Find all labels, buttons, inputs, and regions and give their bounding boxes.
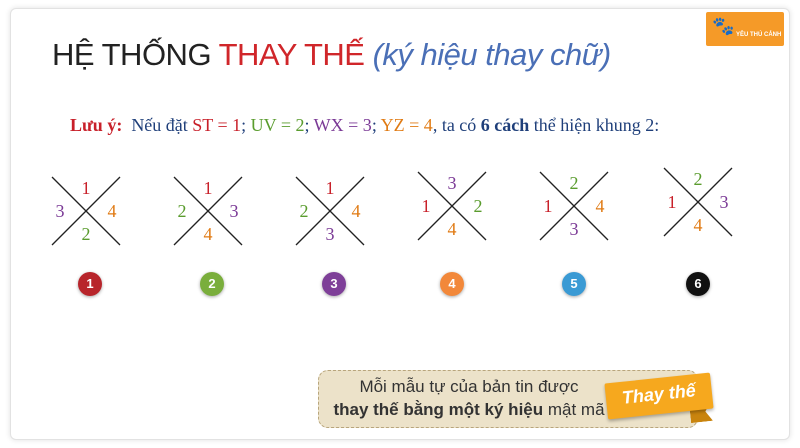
cross-bottom-number: 2: [81, 224, 91, 244]
option-badge-5: 5: [562, 272, 586, 296]
cross-right-number: 4: [107, 201, 117, 221]
cross-top-number: 3: [447, 173, 457, 193]
cross-lines: [539, 171, 609, 241]
cross-top-number: 1: [81, 178, 91, 198]
diagonal-line-2: [539, 171, 609, 241]
cross-right-number: 3: [229, 201, 239, 221]
cross-bottom-number: 3: [325, 224, 335, 244]
cross-bottom-number: 4: [203, 224, 213, 244]
note-label: Lưu ý:: [70, 115, 123, 135]
note-sep-1: ;: [241, 115, 251, 135]
cross-right-number: 4: [351, 201, 361, 221]
title-part-3: (ký hiệu thay chữ): [364, 37, 612, 72]
option-badge-1: 1: [78, 272, 102, 296]
banner-line-2: thay thế bằng một ký hiệu mật mã: [319, 400, 619, 420]
banner-line-2-bold: thay thế bằng một ký hiệu: [333, 400, 544, 419]
cross-lines: [51, 176, 121, 246]
logo-text: YÊU THÚ CẢNH: [736, 32, 782, 38]
cross-left-number: 1: [543, 196, 553, 216]
cross-lines: [663, 167, 733, 237]
cross-bottom-number: 4: [447, 219, 457, 239]
cross-top-number: 2: [569, 173, 579, 193]
cross-lines: [295, 176, 365, 246]
cross-left-number: 1: [421, 196, 431, 216]
note-uv: UV = 2: [250, 115, 305, 135]
note-count: 6 cách: [480, 115, 530, 135]
slide-title: HỆ THỐNG THAY THẾ (ký hiệu thay chữ): [52, 37, 611, 73]
cross-right-number: 2: [473, 196, 483, 216]
diagonal-line-2: [295, 176, 365, 246]
title-part-1: HỆ THỐNG: [52, 37, 219, 72]
option-badge-2: 2: [200, 272, 224, 296]
cross-right-number: 4: [595, 196, 605, 216]
cross-top-number: 1: [325, 178, 335, 198]
banner-line-1: Mỗi mẫu tự của bản tin được: [359, 377, 579, 396]
note-yz: YZ = 4: [380, 115, 433, 135]
note-line: Lưu ý: Nếu đặt ST = 1; UV = 2; WX = 3; Y…: [70, 113, 659, 137]
option-badge-4: 4: [440, 272, 464, 296]
cross-lines: [173, 176, 243, 246]
cross-right-number: 3: [719, 192, 729, 212]
brand-logo: 🐾 YÊU THÚ CẢNH: [706, 12, 784, 46]
dog-cat-icon: 🐾: [712, 16, 735, 36]
cross-top-number: 1: [203, 178, 213, 198]
cross-lines: [417, 171, 487, 241]
option-badge-6: 6: [686, 272, 710, 296]
option-badge-3: 3: [322, 272, 346, 296]
note-sep-3: ;: [371, 115, 381, 135]
note-sep-2: ;: [304, 115, 314, 135]
cross-left-number: 2: [177, 201, 187, 221]
diagonal-line-2: [173, 176, 243, 246]
note-wx: WX = 3: [313, 115, 372, 135]
cross-left-number: 2: [299, 201, 309, 221]
cross-bottom-number: 3: [569, 219, 579, 239]
cross-top-number: 2: [693, 169, 703, 189]
cross-left-number: 1: [667, 192, 677, 212]
slide-frame: [10, 8, 790, 440]
diagonal-line-2: [663, 167, 733, 237]
note-mid: , ta có: [432, 115, 481, 135]
cross-bottom-number: 4: [693, 215, 703, 235]
diagonal-line-2: [51, 176, 121, 246]
title-part-2: THAY THẾ: [218, 37, 365, 72]
diagonal-line-2: [417, 171, 487, 241]
cross-left-number: 3: [55, 201, 65, 221]
note-st: ST = 1: [192, 115, 242, 135]
note-prefix: Nếu đặt: [131, 115, 193, 135]
note-suffix: thể hiện khung 2:: [529, 115, 660, 135]
banner-line-2-rest: mật mã: [543, 400, 605, 419]
ribbon-label: Thay thế: [620, 380, 697, 408]
